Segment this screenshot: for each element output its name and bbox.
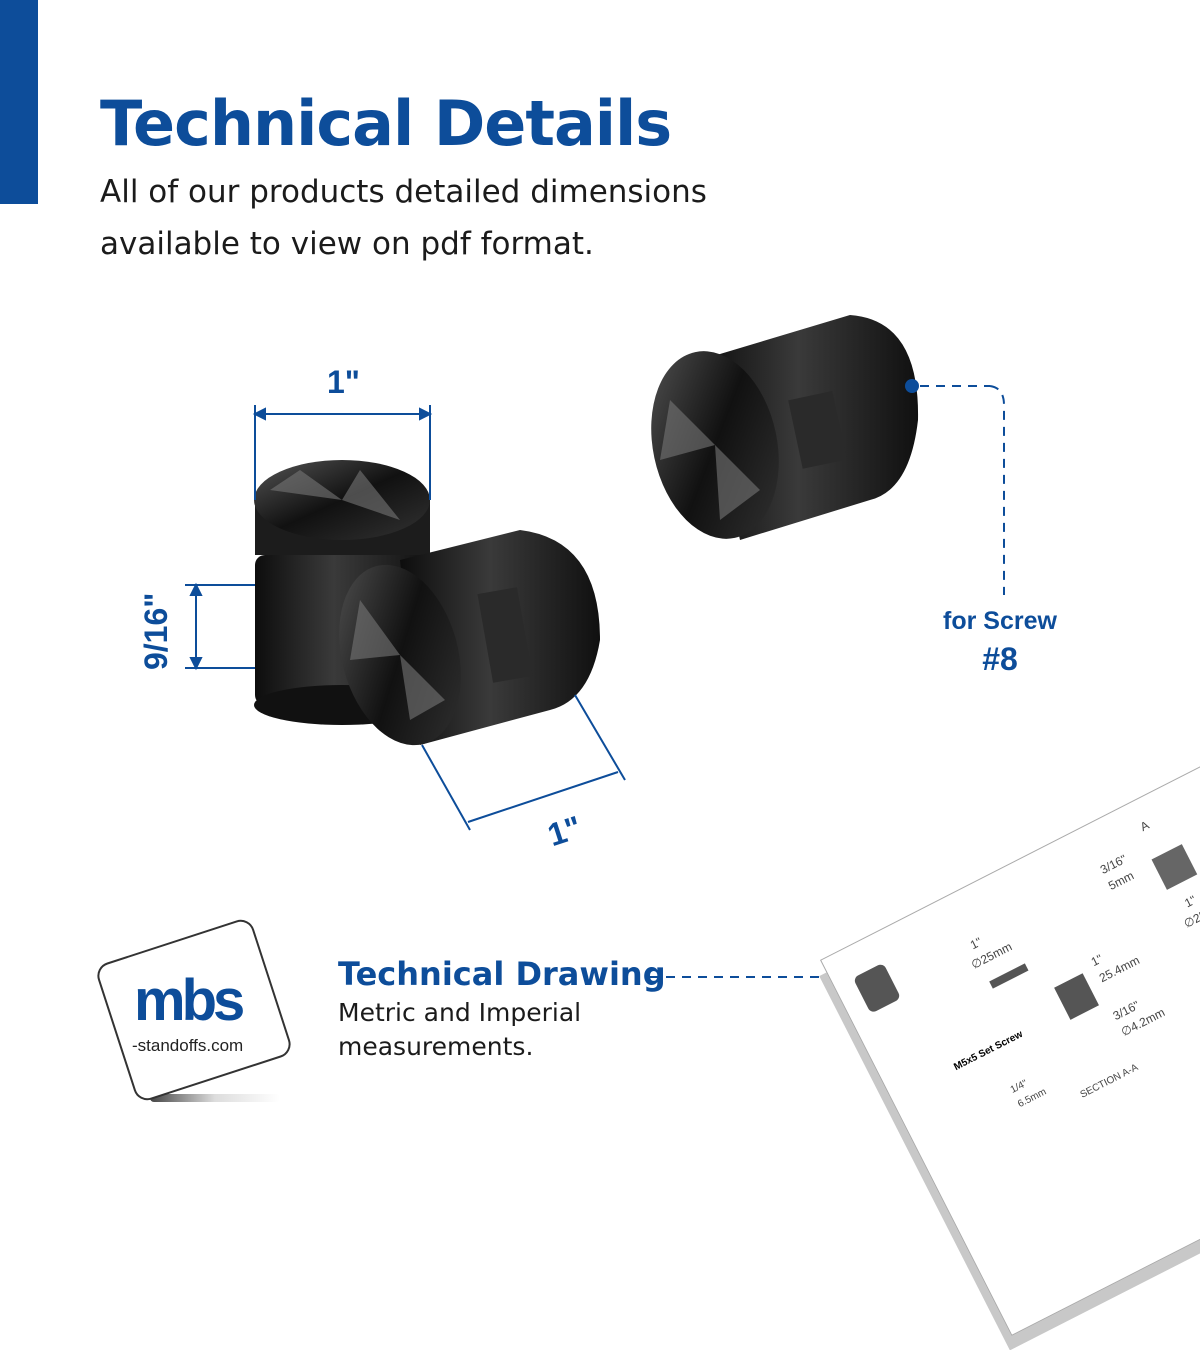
logo-mark-text: mbs <box>134 968 245 1033</box>
label-section: SECTION A-A <box>1078 1062 1141 1101</box>
dimension-lines <box>185 379 1005 984</box>
screw-callout-label: for Screw <box>943 607 1057 635</box>
technical-drawing-title: Technical Drawing <box>338 955 666 993</box>
accent-bar <box>0 0 38 204</box>
technical-drawing-description: Metric and Imperial measurements. <box>338 998 582 1061</box>
label-set-screw: M5x5 Set Screw <box>952 1028 1025 1074</box>
standoff-front <box>339 530 600 746</box>
cap-part <box>989 963 1029 989</box>
label-dia2-in: 1" <box>1182 892 1199 911</box>
standoff-right <box>651 315 919 540</box>
label-dia-in: 1" <box>967 934 984 953</box>
side-view-part <box>1151 844 1198 890</box>
screw-callout: for Screw #8 <box>930 606 1070 678</box>
section-part <box>1054 973 1099 1020</box>
logo-shadow <box>150 1094 280 1102</box>
logo-mark: mbs <box>134 972 245 1030</box>
dimension-width-label: 1" <box>327 364 360 400</box>
dimension-height-label: 9/16" <box>138 592 174 670</box>
label-section-marker: A <box>1137 817 1152 835</box>
standoff-thumbnail <box>852 962 902 1014</box>
product-illustration <box>185 315 1005 984</box>
page-title: Technical Details <box>100 87 672 160</box>
logo-domain: -standoffs.com <box>132 1036 244 1055</box>
screw-size: #8 <box>982 641 1018 677</box>
label-height-in: 1" <box>1088 951 1105 970</box>
page-subtitle: All of our products detailed dimensions … <box>100 174 707 262</box>
label-height-mm: 25.4mm <box>1096 952 1142 986</box>
